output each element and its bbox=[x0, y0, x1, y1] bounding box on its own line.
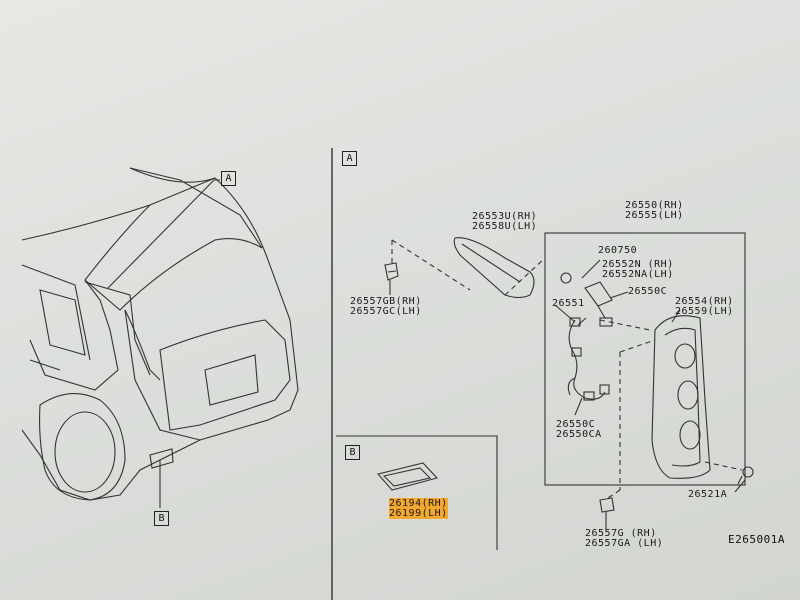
clip-part bbox=[384, 262, 399, 281]
garnish-part bbox=[453, 237, 535, 299]
screw-part bbox=[737, 466, 754, 485]
part-label-26550c-top: 26550C bbox=[628, 286, 668, 297]
part-label-clip: 26557GB(RH)26557GC(LH) bbox=[350, 296, 422, 317]
callout-b: B bbox=[154, 511, 169, 526]
part-label-socket: 26552N (RH)26552NA(LH) bbox=[602, 259, 674, 280]
vehicle-drawing bbox=[21, 167, 299, 501]
part-label-screw: 26521A bbox=[688, 489, 728, 500]
part-label-nut: 26557G (RH)26557GA (LH) bbox=[585, 528, 664, 549]
harness-part bbox=[567, 317, 610, 401]
panel-b-frame bbox=[336, 435, 498, 550]
part-label-garnish: 26553U(RH)26558U(LH) bbox=[472, 211, 538, 232]
part-label-260750: 260750 bbox=[598, 245, 638, 256]
nut-part bbox=[599, 497, 615, 513]
part-label-lens: 26554(RH)26559(LH) bbox=[675, 296, 734, 317]
lamp-frame bbox=[544, 232, 746, 486]
socket-part bbox=[560, 272, 613, 327]
part-label-lamp-assembly: 26550(RH)26555(LH) bbox=[625, 200, 684, 221]
tail-lamp-part bbox=[651, 315, 711, 479]
diagram-code: E265001A bbox=[728, 533, 785, 546]
panel-a-label: A bbox=[342, 151, 357, 166]
part-label-26551: 26551 bbox=[552, 298, 585, 309]
reflector-part bbox=[376, 462, 439, 491]
callout-a: A bbox=[221, 171, 236, 186]
panel-b-label: B bbox=[345, 445, 360, 460]
part-label-reflector: 26194(RH) 26199(LH) bbox=[389, 498, 448, 519]
